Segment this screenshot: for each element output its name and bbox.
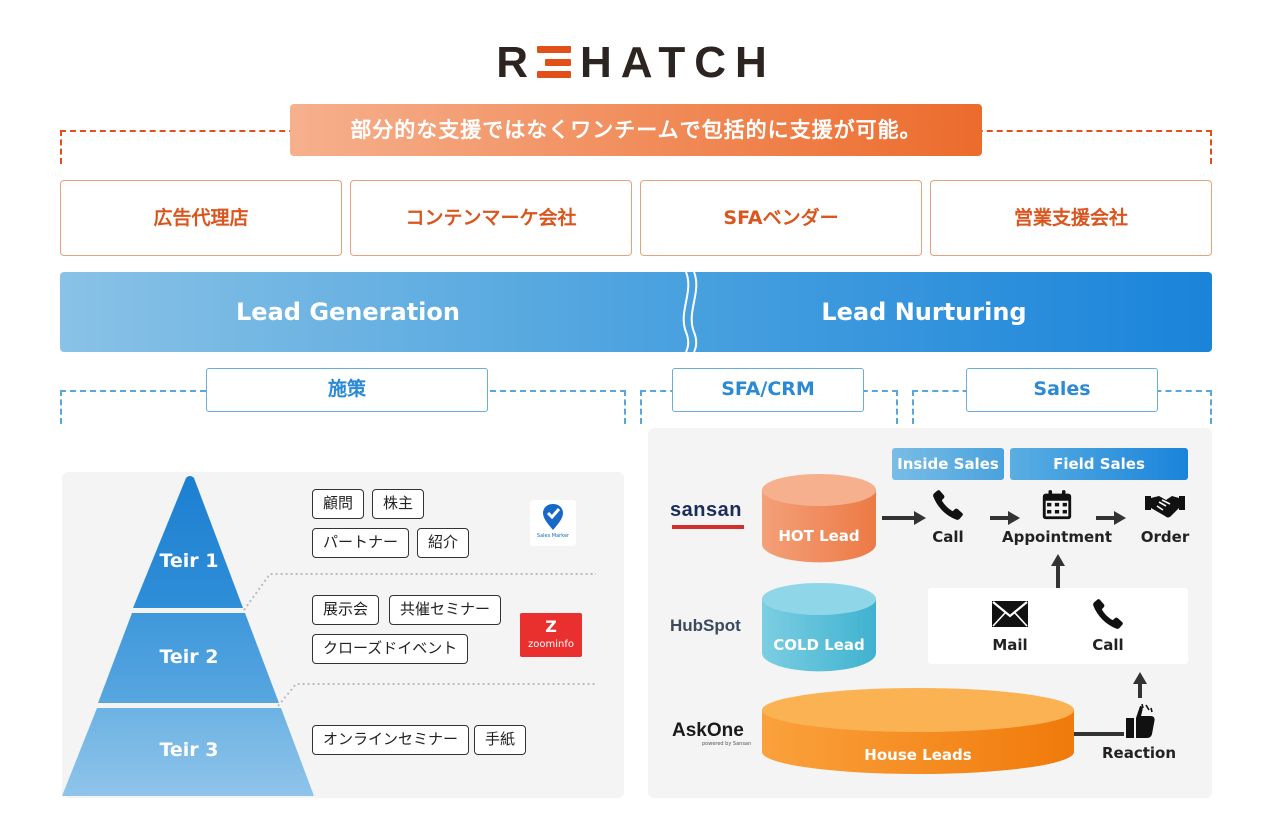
call2-label: Call: [1092, 636, 1124, 654]
arrow-appointment-to-order: [1096, 511, 1126, 525]
lead-nurturing-label: Lead Nurturing: [821, 298, 1027, 326]
tier2-shape: [98, 613, 279, 703]
tag-kyousai-seminar: 共催セミナー: [389, 595, 502, 625]
tier1-label: Teir 1: [159, 550, 219, 572]
wave-divider: [682, 272, 698, 352]
tab-field-sales: Field Sales: [1010, 448, 1188, 480]
appointment-label: Appointment: [1001, 528, 1113, 546]
arrow-up-from-reaction: [1133, 672, 1147, 698]
company-sales-support: 営業支援会社: [930, 180, 1212, 256]
cold-lead-cylinder: [762, 583, 876, 672]
phone-icon: [933, 490, 963, 520]
thumbs-up-icon: [1126, 704, 1155, 738]
house-leads-label: House Leads: [864, 746, 972, 764]
tier3-shape: [62, 708, 314, 796]
hubspot-logo: HubSpot: [670, 616, 741, 635]
arrow-hot-to-call: [882, 511, 926, 525]
order-label: Order: [1140, 528, 1190, 546]
tier3-label: Teir 3: [159, 739, 219, 761]
handshake-icon: [1145, 496, 1185, 518]
tier1-shape: [133, 476, 243, 608]
company-content-marketing: コンテンマーケ会社: [350, 180, 632, 256]
salesmarker-logo: Sales Marker: [530, 500, 576, 546]
tier1-divider-line: [243, 573, 596, 611]
logo-initial: R: [496, 38, 538, 87]
lead-generation-label: Lead Generation: [236, 298, 460, 326]
salesmarker-pin-icon: [543, 504, 563, 530]
tab-inside-sales: Inside Sales: [892, 448, 1004, 480]
mail-icon: [992, 601, 1028, 627]
call-label: Call: [932, 528, 964, 546]
sansan-logo-underline: [672, 525, 744, 529]
salesmarker-text: Sales Marker: [536, 533, 570, 539]
tag-partner: パートナー: [312, 528, 410, 558]
tier2-divider-line: [277, 683, 596, 707]
logo-text: HATCH: [580, 38, 776, 87]
rehatch-logo: R HATCH: [0, 38, 1272, 88]
lead-phase-bar: Lead Generation Lead Nurturing: [60, 272, 1212, 352]
logo-e-mark: [537, 44, 572, 80]
zoominfo-logo: Z zoominfo: [520, 613, 582, 657]
askone-subtext: powered by Sansan: [702, 741, 752, 747]
lead-pyramid: [62, 476, 314, 796]
house-to-reaction-line: [1074, 732, 1124, 736]
tag-online-seminar: オンラインセミナー: [312, 725, 470, 755]
mail-label: Mail: [992, 636, 1028, 654]
company-ad-agency: 広告代理店: [60, 180, 342, 256]
tag-kabunushi: 株主: [372, 489, 425, 519]
hot-lead-cylinder: [762, 474, 876, 563]
tier2-label: Teir 2: [159, 646, 219, 668]
reaction-label: Reaction: [1101, 744, 1177, 762]
tag-tenjikai: 展示会: [312, 595, 380, 625]
section-sales: Sales: [966, 368, 1158, 412]
arrow-up-to-appointment: [1051, 554, 1065, 588]
calendar-icon: [1042, 490, 1072, 520]
headline-banner: 部分的な支援ではなくワンチームで包括的に支援が可能。: [290, 104, 982, 156]
company-sfa-vendor: SFAベンダー: [640, 180, 922, 256]
arrow-call-to-appointment: [990, 511, 1020, 525]
nurture-actions-box: [928, 588, 1188, 664]
section-shisaku: 施策: [206, 368, 488, 412]
zoominfo-z-mark: Z: [545, 617, 557, 636]
house-leads-cylinder: [762, 688, 1074, 774]
hot-lead-label: HOT Lead: [778, 527, 860, 545]
tag-komon: 顧問: [312, 489, 365, 519]
tag-tegami: 手紙: [474, 725, 527, 755]
tag-closed-event: クローズドイベント: [312, 634, 469, 664]
zoominfo-text: zoominfo: [528, 639, 574, 650]
phone-icon-2: [1093, 599, 1123, 629]
askone-logo: AskOne: [672, 720, 744, 741]
section-sfa-crm: SFA/CRM: [672, 368, 864, 412]
sansan-logo: sansan: [670, 499, 742, 521]
tag-shoukai: 紹介: [417, 528, 470, 558]
cold-lead-label: COLD Lead: [773, 636, 865, 654]
